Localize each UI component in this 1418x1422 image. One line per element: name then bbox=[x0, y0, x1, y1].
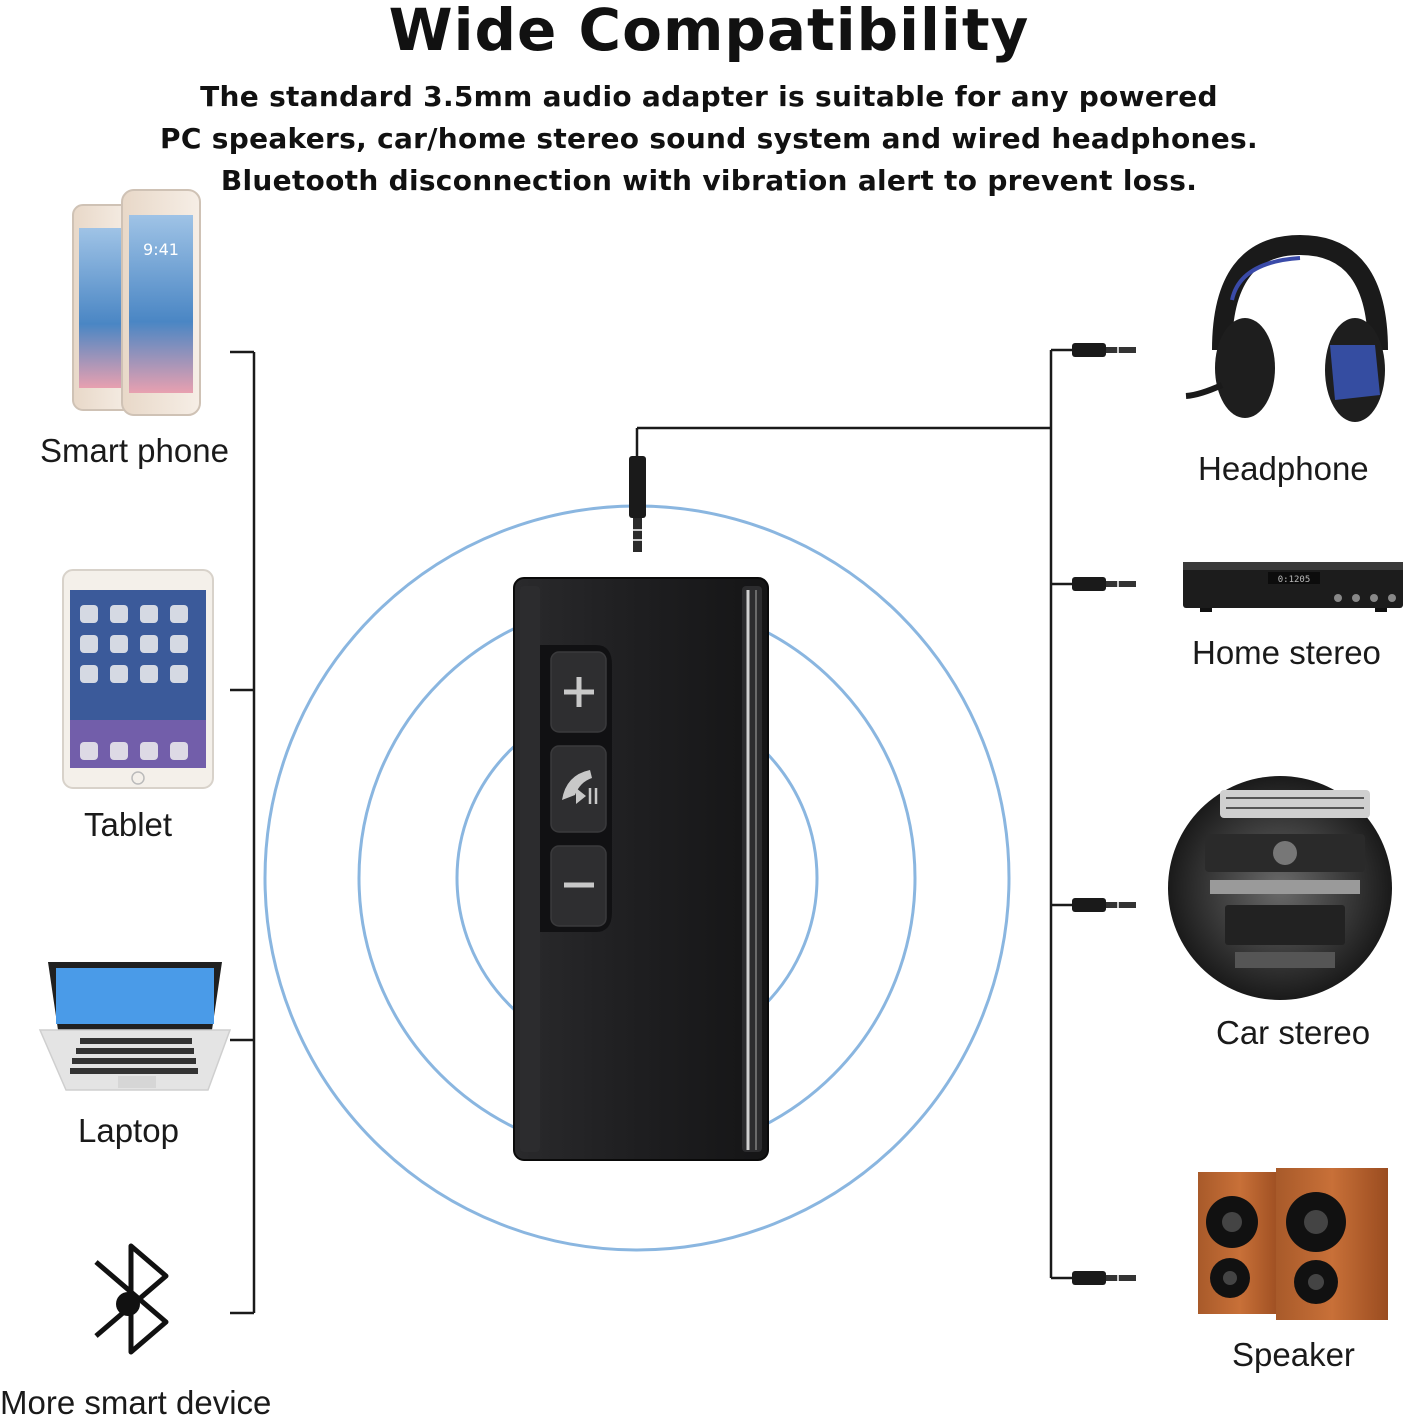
output-bracket bbox=[635, 348, 1072, 1280]
bluetooth-icon bbox=[94, 1243, 169, 1355]
device-jack-plug bbox=[629, 456, 646, 552]
tablet-icon bbox=[62, 569, 214, 789]
car-stereo-icon bbox=[1168, 776, 1392, 1000]
page-title: Wide Compatibility bbox=[388, 0, 1030, 64]
output-label-car-stereo: Car stereo bbox=[1216, 1014, 1371, 1051]
svg-text:9:41: 9:41 bbox=[143, 240, 179, 259]
smartphone-icon: 9:41 bbox=[72, 189, 201, 416]
source-label-smart-phone: Smart phone bbox=[40, 432, 229, 469]
bluetooth-receiver bbox=[513, 577, 769, 1161]
jack-plug-car-stereo bbox=[1072, 898, 1136, 912]
description-line-1: The standard 3.5mm audio adapter is suit… bbox=[200, 80, 1218, 113]
source-label-more-smart-device: More smart device bbox=[0, 1384, 272, 1421]
call-play-pause-button[interactable] bbox=[550, 745, 607, 833]
source-label-tablet: Tablet bbox=[84, 806, 173, 843]
output-label-home-stereo: Home stereo bbox=[1192, 634, 1381, 671]
description-line-2: PC speakers, car/home stereo sound syste… bbox=[160, 122, 1258, 155]
svg-text:0:1205: 0:1205 bbox=[1278, 575, 1311, 585]
laptop-icon bbox=[38, 962, 232, 1091]
source-bracket bbox=[230, 350, 256, 1315]
volume-down-button[interactable] bbox=[550, 845, 607, 927]
phone-icon bbox=[562, 770, 592, 800]
jack-plug-headphone bbox=[1072, 343, 1136, 357]
headphone-icon bbox=[1185, 234, 1388, 422]
output-label-headphone: Headphone bbox=[1198, 450, 1369, 487]
volume-up-button[interactable] bbox=[550, 651, 607, 733]
jack-plug-home-stereo bbox=[1072, 577, 1136, 591]
description-line-3: Bluetooth disconnection with vibration a… bbox=[220, 164, 1198, 197]
home-stereo-icon: 0:1205 bbox=[1183, 562, 1403, 612]
speaker-icon bbox=[1198, 1168, 1388, 1320]
jack-plug-speaker bbox=[1072, 1271, 1136, 1285]
output-label-speaker: Speaker bbox=[1232, 1336, 1355, 1373]
source-label-laptop: Laptop bbox=[78, 1112, 179, 1149]
